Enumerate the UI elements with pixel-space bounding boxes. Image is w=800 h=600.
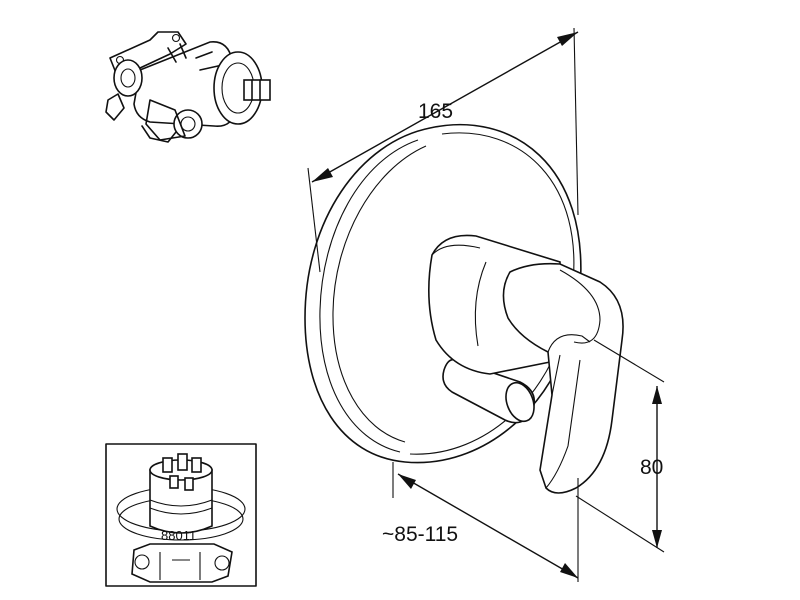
dimension-handle-height: 80 [575,339,665,553]
dimension-label-85-115: ~85-115 [382,523,458,546]
dimension-label-80: 80 [640,456,663,479]
dimension-plate-diameter: 165 [307,27,579,273]
dimension-wall-depth: ~85-115 [382,462,579,582]
mixer-handle [428,234,624,494]
part-number-label: 88011 [161,528,196,543]
inset-part-box: 88011 [105,443,257,587]
rough-in-valve-body [105,31,271,143]
dimension-label-165: 165 [418,100,453,123]
